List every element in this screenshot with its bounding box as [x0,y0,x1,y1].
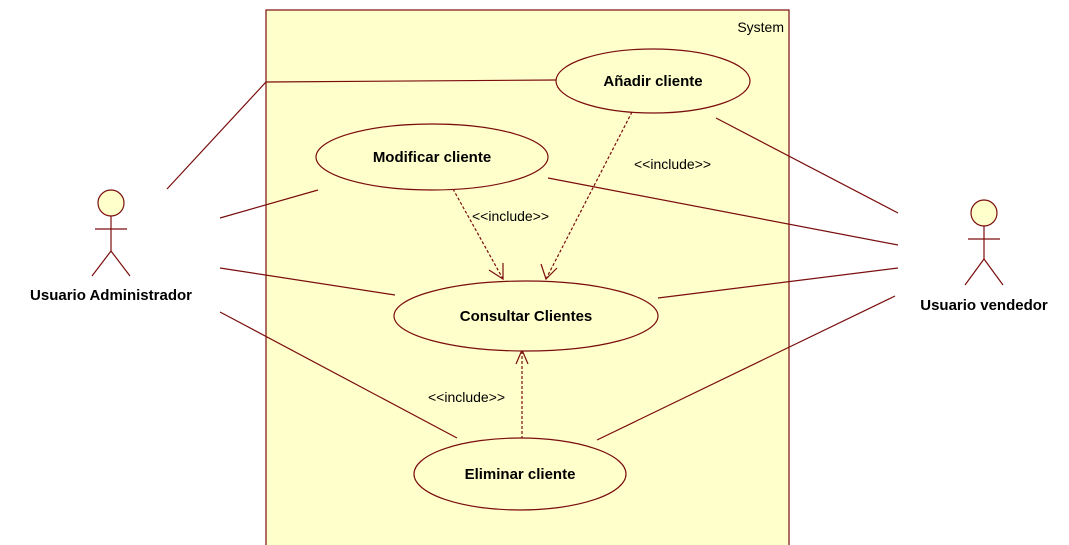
use-case-delete-client-label: Eliminar cliente [465,466,576,483]
include-modify-arrowhead [488,263,504,281]
association-seller-modify [547,177,899,246]
include-add-consult [545,111,633,280]
use-case-add-client[interactable] [555,48,751,114]
include-label-add: <<include>> [634,156,711,172]
actor-admin-icon[interactable] [91,189,131,277]
use-case-consult-clients-label: Consultar Clientes [460,308,593,325]
use-case-modify-client-label: Modificar cliente [373,149,491,166]
actor-seller-icon[interactable] [964,199,1004,286]
association-seller-delete [596,295,896,441]
use-case-add-client-label: Añadir cliente [603,73,702,90]
include-label-delete: <<include>> [428,389,505,405]
association-admin-consult [219,267,396,296]
include-add-arrowhead [540,263,558,281]
use-case-delete-client[interactable] [413,437,627,511]
use-case-modify-client[interactable] [315,123,549,191]
association-admin-add [166,79,557,190]
actor-seller-name: Usuario vendedor [920,297,1048,314]
association-admin-delete [219,311,458,439]
association-seller-consult [657,267,899,299]
use-case-consult-clients[interactable] [393,280,659,352]
include-label-modify: <<include>> [472,208,549,224]
association-seller-add [715,117,899,214]
association-admin-modify [219,189,319,219]
system-label: System [737,19,784,35]
actor-admin-name: Usuario Administrador [30,287,192,304]
include-modify-consult [452,188,504,280]
